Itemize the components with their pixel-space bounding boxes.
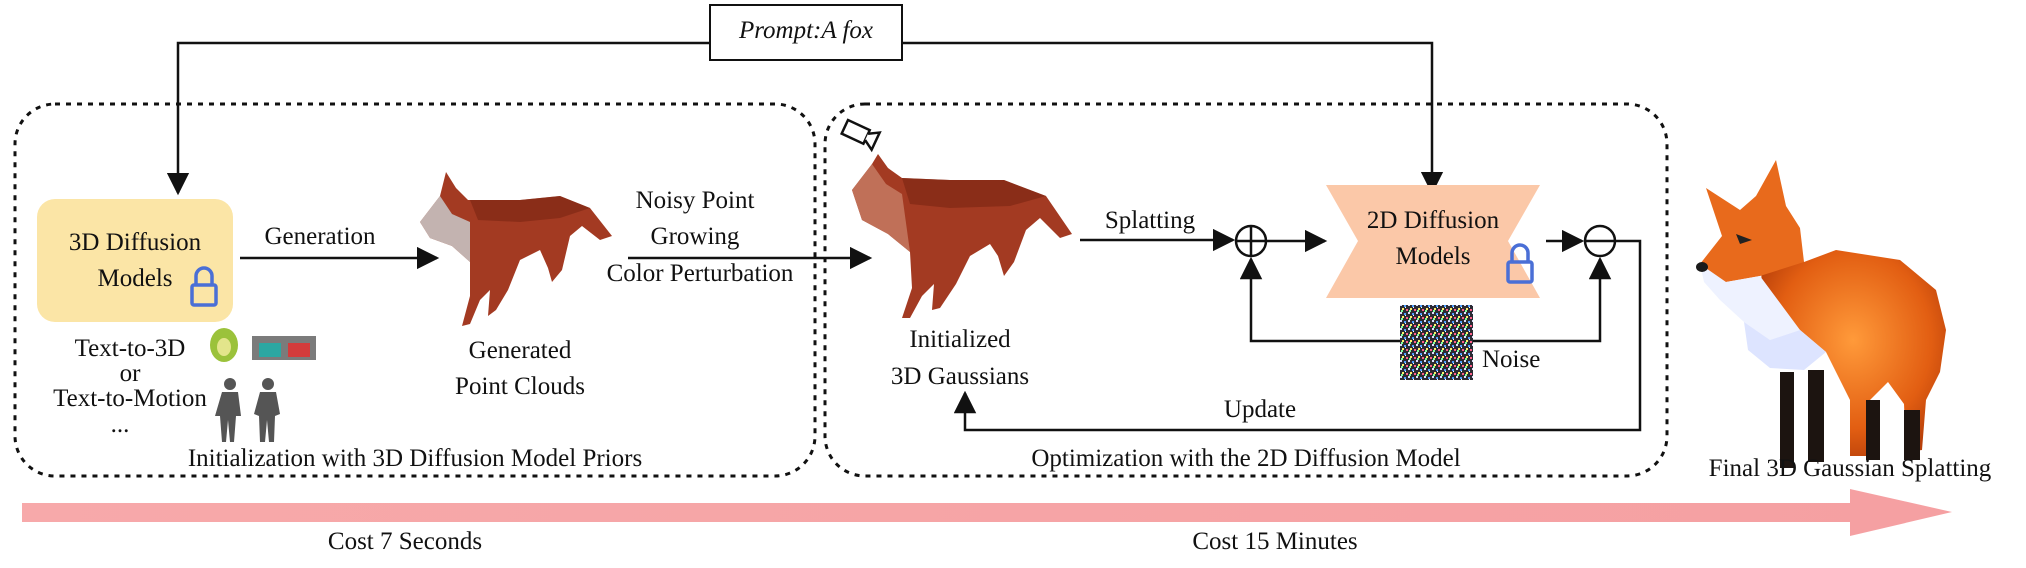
model3d-box bbox=[37, 199, 233, 322]
noise-to-subtract-arrow bbox=[1473, 256, 1612, 343]
stage2-dashed-box bbox=[823, 102, 1669, 478]
timeline-arrow bbox=[22, 489, 1952, 536]
subtract-operator-icon bbox=[1583, 224, 1617, 258]
add-operator-icon bbox=[1234, 224, 1268, 258]
point-cloud-fox bbox=[420, 172, 612, 326]
bridge-label-line1: Noisy Point bbox=[635, 187, 755, 214]
splatting-label: Splatting bbox=[1104, 207, 1196, 234]
or-label: or bbox=[119, 360, 141, 387]
stage1-dashed-box bbox=[13, 102, 817, 478]
noise-to-add-arrow bbox=[1239, 256, 1400, 343]
model3d-label-line1: 3D Diffusion bbox=[68, 229, 202, 256]
human-figure-icon bbox=[215, 378, 280, 442]
model3d-label-line2: Models bbox=[97, 265, 173, 292]
camera-icon bbox=[839, 118, 882, 153]
avocado-chair-icon bbox=[210, 328, 238, 362]
glasses-3d-icon bbox=[252, 336, 316, 360]
prompt-arrow-left bbox=[166, 41, 710, 196]
bridge-label-line2: Growing bbox=[650, 223, 740, 250]
prompt-arrow-right bbox=[902, 41, 1444, 195]
text-to-3d-label: Text-to-3D bbox=[74, 335, 186, 362]
model2d-label-line2: Models bbox=[1395, 243, 1471, 270]
prompt-text: Prompt:A fox bbox=[738, 17, 873, 44]
noise-image bbox=[1400, 305, 1473, 380]
bridge-label-line3: Color Perturbation bbox=[606, 260, 794, 287]
lock-icon bbox=[190, 266, 218, 307]
stage1-caption: Initialization with 3D Diffusion Model P… bbox=[187, 445, 643, 472]
update-arrow bbox=[953, 239, 1642, 432]
text-to-motion-label: Text-to-Motion bbox=[53, 385, 207, 412]
final-label: Final 3D Gaussian Splatting bbox=[1708, 455, 1992, 482]
prompt-box bbox=[709, 4, 903, 61]
lock-icon bbox=[1506, 243, 1534, 284]
generation-label: Generation bbox=[264, 223, 376, 250]
cost2-label: Cost 15 Minutes bbox=[1192, 528, 1358, 555]
gaussians-label-line2: 3D Gaussians bbox=[890, 363, 1030, 390]
model2d-shape bbox=[1326, 185, 1540, 298]
model2d-label-line1: 2D Diffusion bbox=[1366, 207, 1500, 234]
gaussian-fox bbox=[852, 154, 1072, 318]
point-cloud-label-line1: Generated bbox=[468, 337, 572, 364]
update-label: Update bbox=[1223, 396, 1297, 423]
cost1-label: Cost 7 Seconds bbox=[327, 528, 483, 555]
stage2-caption: Optimization with the 2D Diffusion Model bbox=[1031, 445, 1461, 472]
gaussians-label-line1: Initialized bbox=[909, 326, 1011, 353]
noise-label: Noise bbox=[1482, 346, 1541, 373]
ellipsis-label: ... bbox=[110, 411, 130, 438]
point-cloud-label-line2: Point Clouds bbox=[455, 373, 585, 400]
final-fox-image bbox=[1696, 160, 1946, 468]
